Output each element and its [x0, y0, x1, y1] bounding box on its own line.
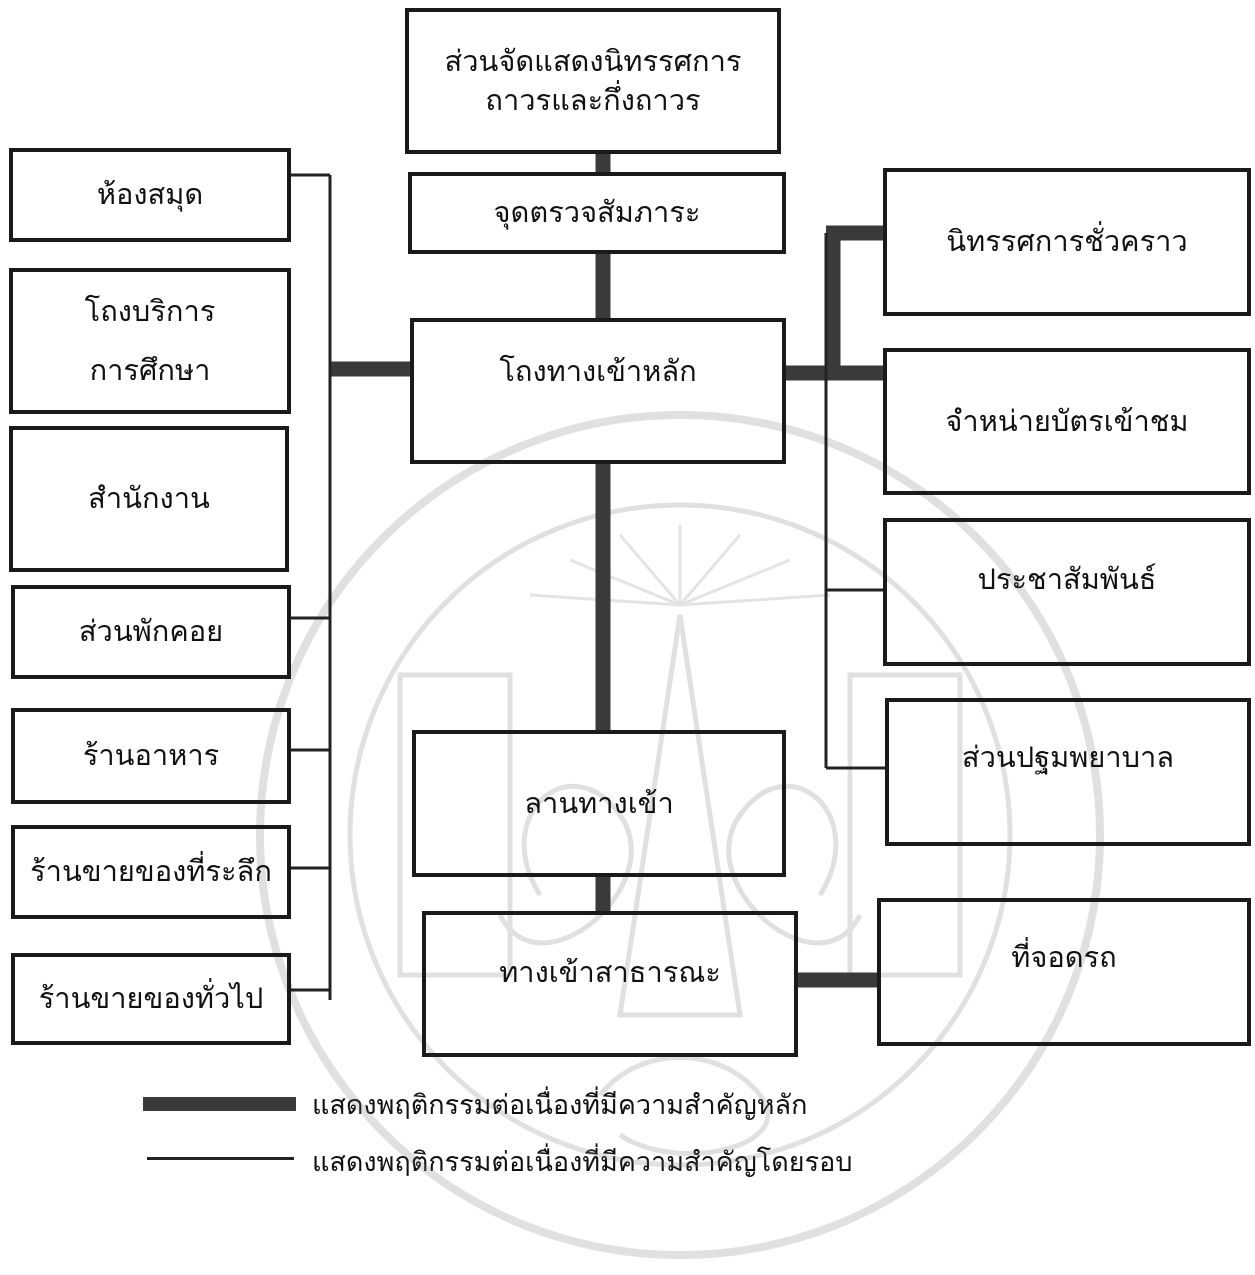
- permanent-exhibit-label-line2: ถาวรและกึ่งถาวร: [485, 83, 701, 117]
- education-hall-label-line1: โถงบริการ: [84, 293, 216, 328]
- first-aid-box: ส่วนปฐมพยาบาล: [885, 698, 1251, 846]
- legend-thin-line: [147, 1157, 294, 1160]
- education-hall-box: โถงบริการ การศึกษา: [9, 268, 291, 414]
- restaurant-label: ร้านอาหาร: [82, 738, 220, 773]
- parking-label: ที่จอดรถ: [1011, 940, 1117, 974]
- lounge-box: ส่วนพักคอย: [11, 585, 291, 679]
- legend-main-label: แสดงพฤติกรรมต่อเนื่องที่มีความสำคัญหลัก: [312, 1090, 808, 1121]
- souvenir-shop-label: ร้านขายของที่ระลึก: [30, 854, 272, 889]
- legend-secondary-label: แสดงพฤติกรรมต่อเนื่องที่มีความสำคัญโดยรอ…: [312, 1147, 853, 1178]
- public-relations-box: ประชาสัมพันธ์: [883, 518, 1251, 666]
- entrance-plaza-label: ลานทางเข้า: [524, 785, 674, 820]
- secondary-links: [289, 173, 886, 1000]
- office-label: สำนักงาน: [88, 481, 210, 516]
- baggage-check-box: จุดตรวจสัมภาระ: [408, 172, 786, 254]
- temporary-exhibition-box: นิทรรศการชั่วคราว: [883, 168, 1251, 316]
- public-entrance-box: ทางเข้าสาธารณะ: [422, 911, 798, 1057]
- souvenir-shop-box: ร้านขายของที่ระลึก: [11, 825, 291, 919]
- library-label: ห้องสมุด: [96, 177, 204, 212]
- ticket-sales-label: จำหน่ายบัตรเข้าชม: [945, 403, 1189, 438]
- lounge-label: ส่วนพักคอย: [78, 614, 224, 649]
- general-shop-box: ร้านขายของทั่วไป: [11, 953, 291, 1045]
- education-hall-label-line2: การศึกษา: [89, 353, 211, 387]
- entrance-plaza-box: ลานทางเข้า: [412, 730, 786, 877]
- general-shop-label: ร้านขายของทั่วไป: [38, 981, 264, 1016]
- public-relations-label: ประชาสัมพันธ์: [977, 562, 1157, 596]
- permanent-exhibit-label-line1: ส่วนจัดแสดงนิทรรศการ: [444, 43, 742, 78]
- main-lobby-label: โถงทางเข้าหลัก: [499, 354, 697, 388]
- ticket-sales-box: จำหน่ายบัตรเข้าชม: [883, 348, 1251, 495]
- temporary-exhibition-label: นิทรรศการชั่วคราว: [946, 224, 1188, 259]
- parking-box: ที่จอดรถ: [877, 898, 1251, 1046]
- primary-links: [330, 152, 884, 988]
- main-lobby-box: โถงทางเข้าหลัก: [410, 318, 786, 464]
- legend-thick-line: [143, 1097, 296, 1111]
- public-entrance-label: ทางเข้าสาธารณะ: [499, 955, 721, 989]
- baggage-check-label: จุดตรวจสัมภาระ: [493, 195, 701, 230]
- restaurant-box: ร้านอาหาร: [11, 708, 291, 804]
- library-box: ห้องสมุด: [9, 148, 291, 242]
- first-aid-label: ส่วนปฐมพยาบาล: [961, 740, 1175, 774]
- connector-lines: [289, 152, 886, 1000]
- office-box: สำนักงาน: [9, 426, 289, 572]
- permanent-exhibit-box: ส่วนจัดแสดงนิทรรศการ ถาวรและกึ่งถาวร: [405, 8, 781, 154]
